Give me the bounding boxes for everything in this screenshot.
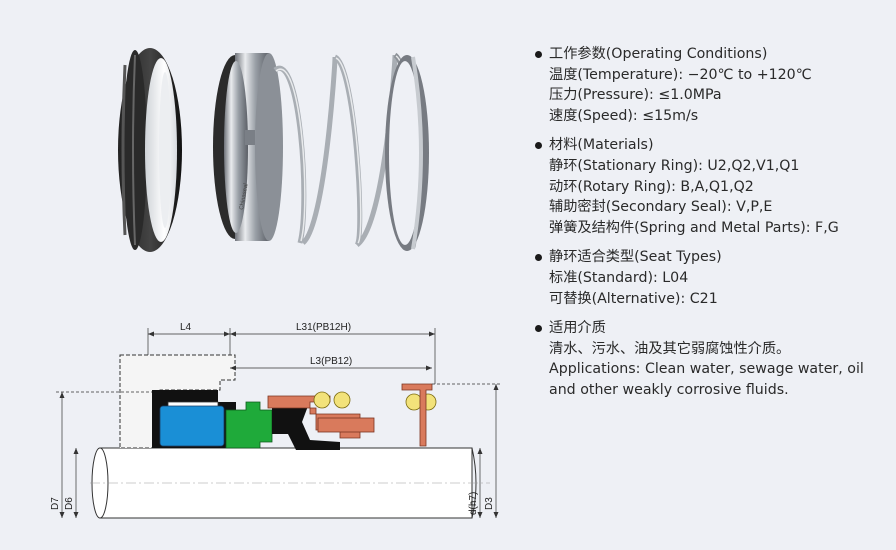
spec-line: Applications: Clean water, sewage water,… [549,361,864,398]
product-photo: Chinaseal [118,48,429,252]
spec-line: 温度(Temperature): −20℃ to +120℃ [549,66,812,83]
dim-dh7: d(h7) [468,492,479,515]
rotary-ring [159,405,225,447]
dim-d7: D7 [50,497,61,510]
bullet-icon [535,325,542,333]
bullet-icon [535,142,542,150]
stationary-seat-photo [118,48,182,252]
materials: 材料(Materials) 静环(Stationary Ring): U2,Q2… [533,135,888,238]
dim-l4: L4 [180,322,192,333]
dim-l31: L31(PB12H) [296,322,351,333]
group-title: 静环适合类型(Seat Types) [549,249,722,266]
spec-line: 可替换(Alternative): C21 [549,290,718,307]
elastomer-boot [272,398,340,450]
shaft [90,447,490,519]
bullet-icon [535,51,542,58]
spec-line: 速度(Speed): ≤15m/s [549,107,699,124]
dim-d3: D3 [484,497,495,510]
group-title: 适用介质 [549,320,606,337]
brand-mark: Chinaseal [239,183,250,210]
spec-list: 工作参数(Operating Conditions) 温度(Temperatur… [533,44,888,410]
spring-holder [317,417,375,433]
dim-l3: L3(PB12) [310,356,352,367]
rotary-head-photo: Chinaseal [213,53,283,241]
end-plate [401,383,433,447]
bullet-icon [535,254,542,262]
section-drawing: L4 L31(PB12H) L3(PB12) D7 D6 d(h7) D3 [50,322,502,519]
spec-line: 动环(Rotary Ring): B,A,Q1,Q2 [549,178,754,195]
applications: 适用介质 清水、污水、油及其它弱腐蚀性介质。 Applications: Cle… [533,318,888,400]
group-title: 工作参数(Operating Conditions) [549,46,768,62]
spec-line: 静环(Stationary Ring): U2,Q2,V1,Q1 [549,157,800,174]
end-ring-photo [385,55,429,251]
dim-d6: D6 [64,497,75,510]
gland-housing [119,354,236,449]
spec-line: 清水、污水、油及其它弱腐蚀性介质。 [549,340,791,357]
spec-line: 辅助密封(Secondary Seal): V,P,E [549,199,773,216]
group-title: 材料(Materials) [549,137,654,154]
spring-coils [313,391,437,411]
spec-line: 压力(Pressure): ≤1.0MPa [549,87,722,104]
operating-conditions: 工作参数(Operating Conditions) 温度(Temperatur… [533,44,888,126]
spec-line: 标准(Standard): L04 [549,269,689,286]
spec-line: 弹簧及结构件(Spring and Metal Parts): F,G [549,219,839,236]
seat-types: 静环适合类型(Seat Types) 标准(Standard): L04 可替换… [533,247,888,309]
